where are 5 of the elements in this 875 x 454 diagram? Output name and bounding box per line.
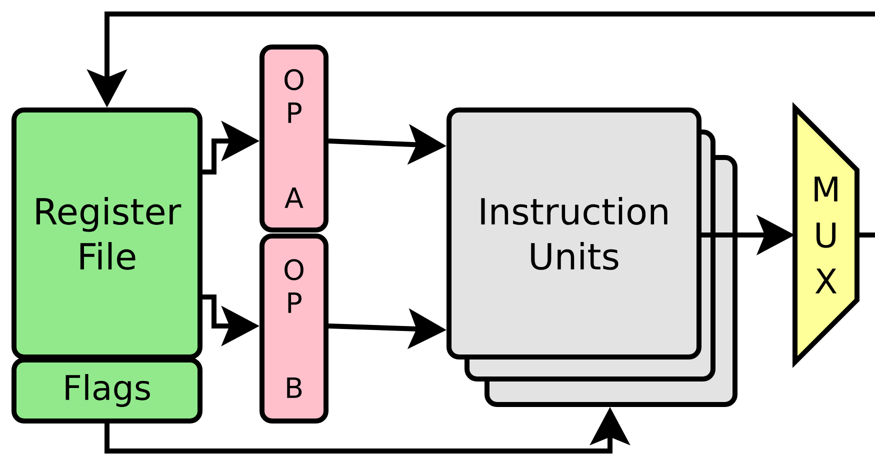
register-box: Register File bbox=[12, 108, 202, 360]
operand-box: O P B bbox=[260, 234, 328, 424]
flags-box: Flags bbox=[12, 358, 202, 424]
instruction-units-stack: Instruction Units bbox=[446, 108, 738, 407]
operand-box: O P A bbox=[260, 44, 328, 232]
